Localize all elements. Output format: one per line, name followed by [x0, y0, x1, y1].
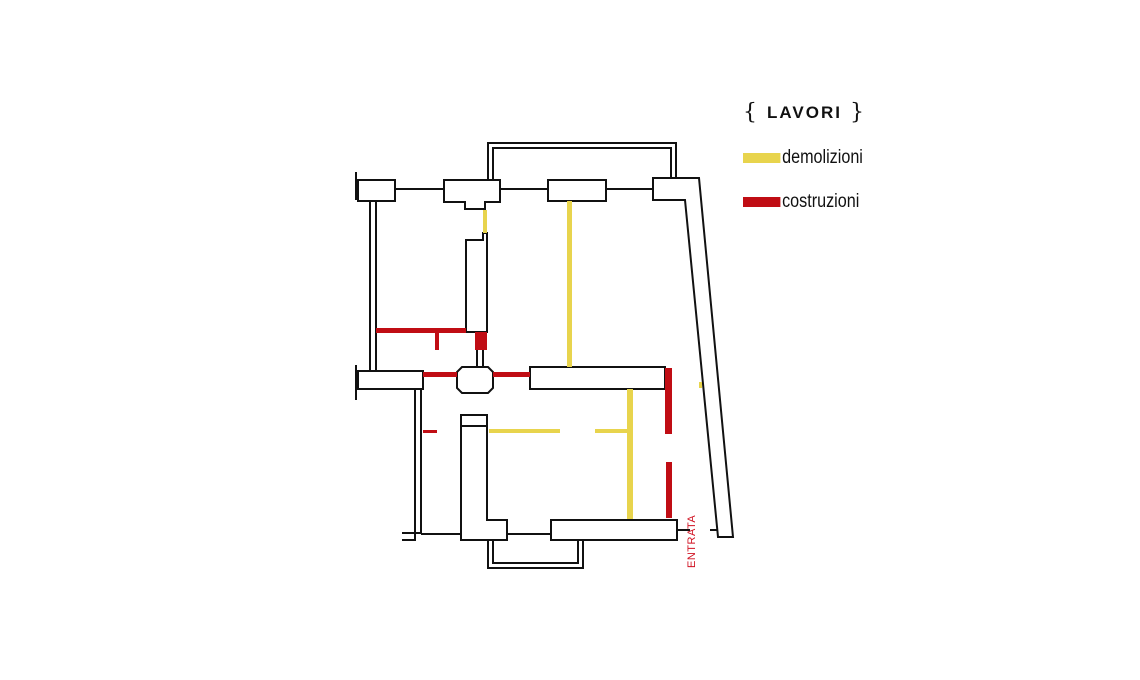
legend-item-demolizioni: demolizioni [743, 147, 863, 169]
legend-item-costruzioni: costruzioni [743, 191, 863, 213]
red-swatch-icon [743, 197, 781, 207]
construction-walls [376, 328, 672, 518]
yellow-swatch-icon [743, 153, 781, 163]
legend-label: demolizioni [782, 147, 863, 168]
legend-title: { LAVORI } [743, 100, 884, 125]
legend-label: costruzioni [782, 191, 860, 212]
demolition-walls [483, 201, 702, 519]
brace-close: } [849, 100, 866, 125]
top-balcony [487, 142, 677, 180]
pillars [357, 179, 678, 541]
legend-title-text: LAVORI [767, 102, 842, 122]
legend: { LAVORI } demolizioni costruzioni [743, 100, 884, 213]
walls [355, 172, 735, 541]
bottom-balcony [487, 540, 584, 569]
brace-open: { [743, 100, 759, 125]
entrance-label: ENTRATA [686, 514, 698, 568]
